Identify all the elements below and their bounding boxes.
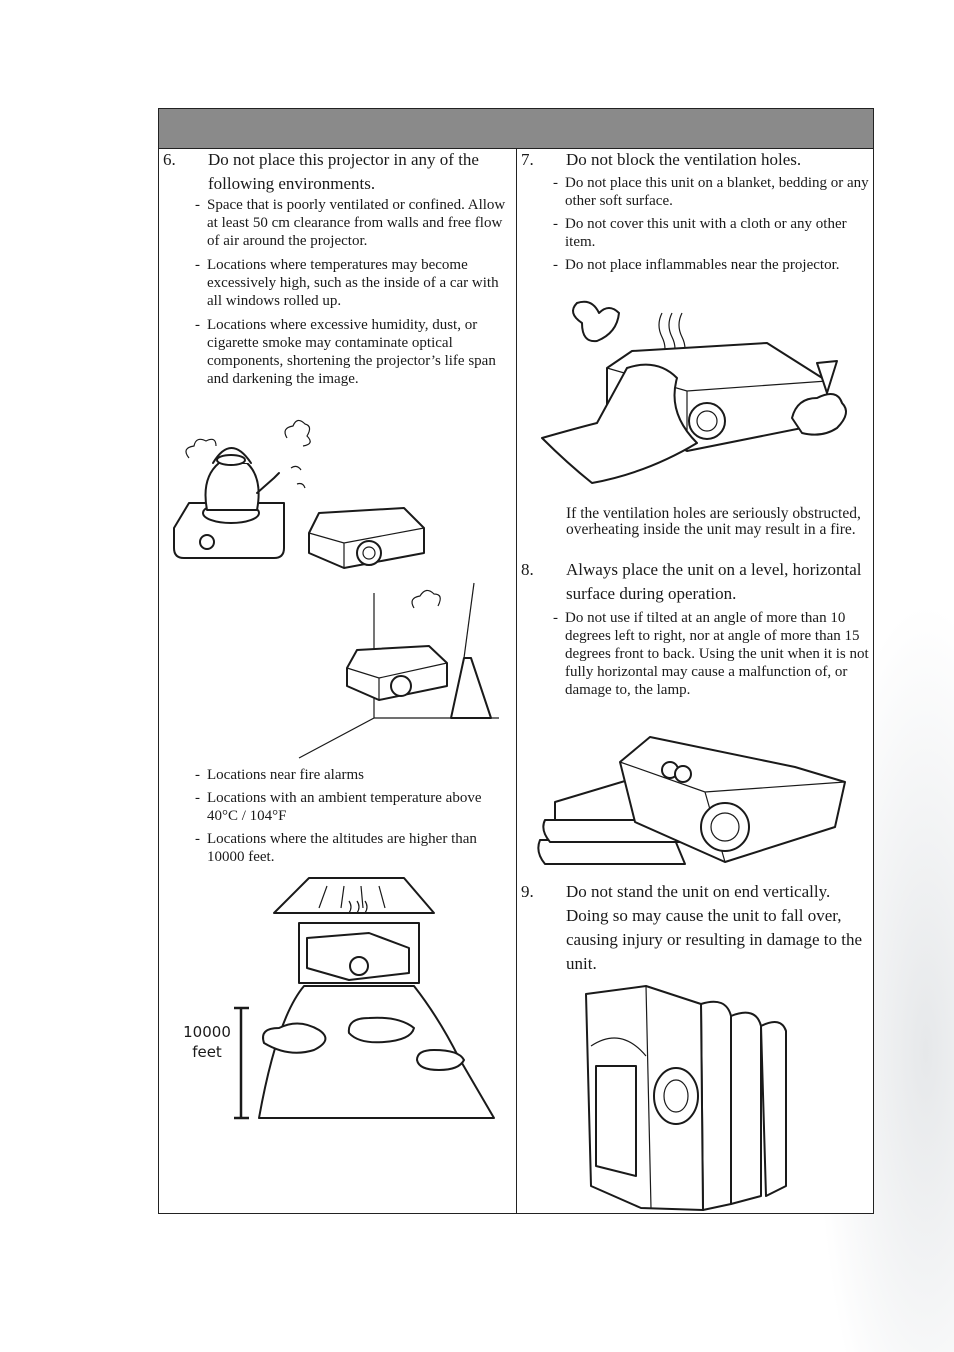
- bullet-item: - Locations where excessive humidity, du…: [195, 316, 513, 388]
- item-title: Always place the unit on a level, horizo…: [566, 560, 862, 603]
- tilted-projector-illustration: [537, 736, 846, 865]
- cloud-icon: [347, 1016, 415, 1044]
- column-divider: [516, 148, 517, 1213]
- item-title: Do not place this projector in any of th…: [208, 150, 479, 193]
- bullet-item: - Space that is poorly ventilated or con…: [195, 196, 513, 250]
- bullet-item: - Do not use if tilted at an angle of mo…: [553, 609, 871, 699]
- bullet-text: Do not use if tilted at an angle of more…: [565, 610, 869, 698]
- bullet-text: Locations with an ambient temperature ab…: [207, 790, 482, 824]
- hand-icon: [572, 300, 620, 343]
- bullet-text: Do not place inflammables near the proje…: [565, 257, 840, 273]
- bullet-item: - Do not place inflammables near the pro…: [553, 256, 871, 274]
- item-title: Do not stand the unit on end vertically.…: [566, 882, 863, 973]
- bullet-item: - Do not cover this unit with a cloth or…: [553, 215, 871, 251]
- bullet-text: Space that is poorly ventilated or confi…: [207, 197, 506, 249]
- bullet-text: Do not cover this unit with a cloth or a…: [565, 216, 847, 250]
- book-icon: [760, 1021, 787, 1197]
- bullet-text: Do not place this unit on a blanket, bed…: [565, 175, 869, 209]
- broom-icon: [463, 582, 475, 659]
- vertical-projector-illustration: [585, 985, 787, 1211]
- cloth-icon: [541, 363, 698, 484]
- book-icon: [537, 839, 686, 865]
- item-number: 8.: [521, 560, 534, 579]
- altitude-label: 10000 feet: [183, 1023, 231, 1061]
- cloud-icon: [416, 1049, 465, 1071]
- covered-projector-illustration: [541, 300, 847, 484]
- bullet-text: Locations where the altitudes are higher…: [207, 831, 477, 865]
- height-marker-icon: [234, 1006, 249, 1120]
- roof-icon: [273, 877, 435, 914]
- bullet-text: Locations near fire alarms: [207, 767, 365, 783]
- bullet-item: - Locations where temperatures may becom…: [195, 256, 513, 310]
- hand-icon: [791, 393, 847, 436]
- item-number: 7.: [521, 150, 534, 169]
- bullet-item: - Locations near fire alarms: [195, 766, 513, 784]
- ventilation-note: If the ventilation holes are seriously o…: [566, 505, 861, 538]
- table-header-bar: [159, 109, 873, 149]
- cloud-icon: [262, 1022, 327, 1054]
- bullet-item: - Locations with an ambient temperature …: [195, 789, 513, 825]
- item-title: Do not block the ventilation holes.: [566, 150, 802, 169]
- item-number: 6.: [163, 150, 176, 169]
- kettle-icon: [204, 462, 260, 511]
- bullet-text: Locations where temperatures may become …: [207, 257, 499, 309]
- bullet-text: Locations where excessive humidity, dust…: [207, 317, 496, 387]
- item-number: 9.: [521, 882, 534, 901]
- book-icon: [730, 1011, 762, 1205]
- bullet-item: - Locations where the altitudes are high…: [195, 830, 513, 866]
- safety-table: 6. Do not place this projector in any of…: [158, 108, 874, 1214]
- altitude-illustration: [234, 877, 495, 1120]
- bullet-item: - Do not place this unit on a blanket, b…: [553, 174, 871, 210]
- mountain-icon: [258, 985, 495, 1119]
- projector-icon: [308, 507, 425, 569]
- kettle-dust-illustration: [173, 419, 499, 759]
- book-icon: [700, 1000, 732, 1211]
